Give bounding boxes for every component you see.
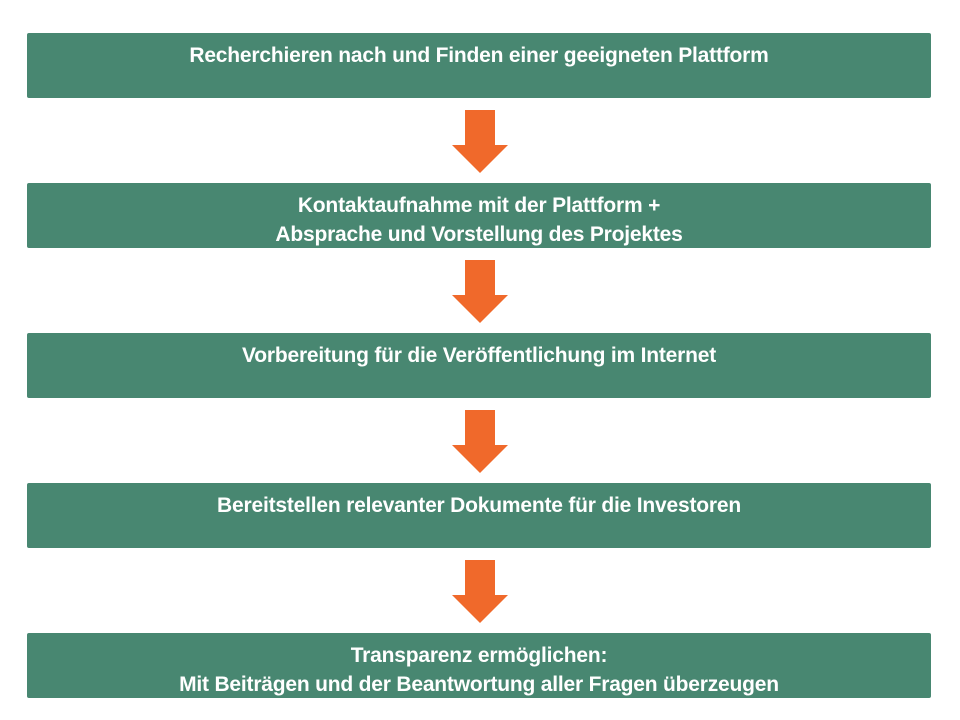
flow-step-2-label-line-1: Kontaktaufnahme mit der Plattform + <box>297 194 661 217</box>
down-arrow-shape <box>452 560 508 623</box>
down-arrow-icon <box>452 410 508 473</box>
down-arrow-shape <box>452 260 508 323</box>
flow-step-3: Vorbereitung für die Veröffentlichung im… <box>27 333 931 398</box>
flow-step-4: Bereitstellen relevanter Dokumente für d… <box>27 483 931 548</box>
flow-step-5-label-line-1: Transparenz ermöglichen: <box>350 644 608 667</box>
down-arrow-shape <box>452 410 508 473</box>
flow-step-1: Recherchieren nach und Finden einer geei… <box>27 33 931 98</box>
flow-step-3-label: Vorbereitung für die Veröffentlichung im… <box>241 344 716 367</box>
down-arrow-icon <box>452 560 508 623</box>
down-arrow-icon <box>452 110 508 173</box>
down-arrow-icon <box>452 260 508 323</box>
down-arrow-shape <box>452 110 508 173</box>
flow-step-4-label: Bereitstellen relevanter Dokumente für d… <box>217 494 741 517</box>
flow-step-5: Transparenz ermöglichen: Mit Beiträgen u… <box>27 633 931 698</box>
flow-step-2: Kontaktaufnahme mit der Plattform + Absp… <box>27 183 931 248</box>
flow-step-5-label-line-2: Mit Beiträgen und der Beantwortung aller… <box>179 673 779 696</box>
flow-step-1-label: Recherchieren nach und Finden einer geei… <box>189 44 769 67</box>
flow-step-2-label-line-2: Absprache und Vorstellung des Projektes <box>275 223 683 246</box>
